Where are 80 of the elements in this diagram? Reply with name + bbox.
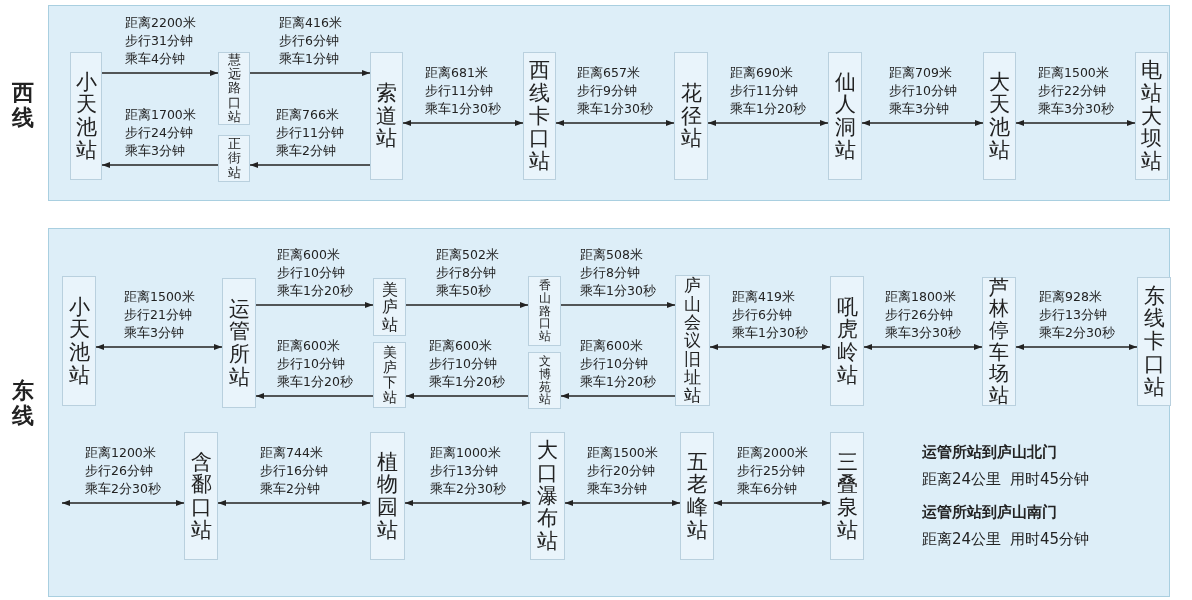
station-box: 吼虎岭站: [830, 276, 864, 406]
station-box: 庐山会议旧址站: [675, 275, 710, 406]
station-box: 花径站: [674, 52, 708, 180]
arrow: [61, 500, 185, 506]
edge-label: 距离600米步行10分钟乘车1分20秒: [429, 337, 505, 391]
station-box: 电站大坝站: [1135, 52, 1168, 180]
station-box: 小天池站: [62, 276, 96, 406]
edge-label: 距离744米步行16分钟乘车2分钟: [260, 444, 328, 498]
edge-label: 距离2000米步行25分钟乘车6分钟: [737, 444, 808, 498]
arrow: [564, 500, 681, 506]
station-box: 正街站: [218, 135, 250, 182]
edge-label: 距离681米步行11分钟乘车1分30秒: [425, 64, 501, 118]
station-box: 运管所站: [222, 278, 256, 408]
route-note: 用时45分钟: [1010, 470, 1090, 489]
arrow: [405, 393, 529, 399]
station-box: 三叠泉站: [830, 432, 864, 560]
edge-label: 距离2200米步行31分钟乘车4分钟: [125, 14, 196, 68]
arrow: [555, 120, 675, 126]
edge-label: 距离600米步行10分钟乘车1分20秒: [580, 337, 656, 391]
station-box: 香山路口站: [528, 276, 561, 346]
station-box: 文博苑站: [528, 352, 561, 409]
station-box: 索道站: [370, 52, 403, 180]
arrow: [560, 302, 676, 308]
station-box: 美庐站: [373, 278, 406, 336]
arrow: [405, 302, 529, 308]
station-box: 美庐下站: [373, 342, 406, 408]
arrow: [707, 120, 829, 126]
edge-label: 距离1700米步行24分钟乘车3分钟: [125, 106, 196, 160]
station-box: 含鄱口站: [184, 432, 218, 560]
station-box: 仙人洞站: [828, 52, 862, 180]
route-note: 距离24公里: [922, 470, 1002, 489]
route-note: 运管所站到庐山北门: [922, 443, 1057, 462]
edge-label: 距离416米步行6分钟乘车1分钟: [279, 14, 342, 68]
arrow: [255, 393, 374, 399]
edge-label: 距离600米步行10分钟乘车1分20秒: [277, 246, 353, 300]
station-box: 五老峰站: [680, 432, 714, 560]
edge-label: 距离709米步行10分钟乘车3分钟: [889, 64, 957, 118]
arrow: [101, 162, 219, 168]
edge-label: 距离1800米步行26分钟乘车3分30秒: [885, 288, 961, 342]
arrow: [101, 70, 219, 76]
edge-label: 距离690米步行11分钟乘车1分20秒: [730, 64, 806, 118]
edge-label: 距离1500米步行21分钟乘车3分钟: [124, 288, 195, 342]
arrow: [402, 120, 524, 126]
edge-label: 距离928米步行13分钟乘车2分30秒: [1039, 288, 1115, 342]
edge-label: 距离419米步行6分钟乘车1分30秒: [732, 288, 808, 342]
arrow: [1015, 120, 1136, 126]
arrow: [863, 344, 983, 350]
station-box: 大口瀑布站: [530, 432, 565, 560]
arrow: [404, 500, 531, 506]
edge-label: 距离502米步行8分钟乘车50秒: [436, 246, 499, 300]
arrow: [249, 70, 371, 76]
arrow: [249, 162, 371, 168]
arrow: [95, 344, 223, 350]
line-heading: 东线: [12, 378, 34, 429]
edge-label: 距离766米步行11分钟乘车2分钟: [276, 106, 344, 160]
arrow: [217, 500, 371, 506]
arrow: [255, 302, 374, 308]
arrow: [560, 393, 676, 399]
arrow: [861, 120, 984, 126]
edge-label: 距离508米步行8分钟乘车1分30秒: [580, 246, 656, 300]
edge-label: 距离600米步行10分钟乘车1分20秒: [277, 337, 353, 391]
route-note: 距离24公里: [922, 530, 1002, 549]
arrow: [1015, 344, 1138, 350]
station-box: 小天池站: [70, 52, 102, 180]
arrow: [709, 344, 831, 350]
station-box: 芦林停车场站: [982, 277, 1016, 406]
route-note: 用时45分钟: [1010, 530, 1090, 549]
station-box: 大天池站: [983, 52, 1016, 180]
edge-label: 距离1500米步行20分钟乘车3分钟: [587, 444, 658, 498]
station-box: 东线卡口站: [1137, 277, 1171, 406]
edge-label: 距离1000米步行13分钟乘车2分30秒: [430, 444, 506, 498]
station-box: 西线卡口站: [523, 52, 556, 180]
edge-label: 距离1200米步行26分钟乘车2分30秒: [85, 444, 161, 498]
station-box: 植物园站: [370, 432, 405, 560]
arrow: [713, 500, 831, 506]
route-note: 运管所站到庐山南门: [922, 503, 1057, 522]
edge-label: 距离1500米步行22分钟乘车3分30秒: [1038, 64, 1114, 118]
edge-label: 距离657米步行9分钟乘车1分30秒: [577, 64, 653, 118]
line-heading: 西线: [12, 80, 34, 131]
station-box: 慧远路口站: [218, 52, 250, 125]
